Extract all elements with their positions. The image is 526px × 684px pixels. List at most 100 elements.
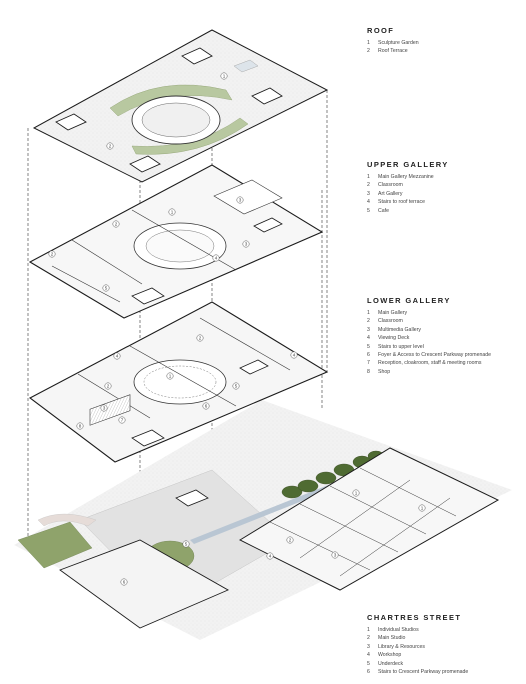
street-callouts: 1 2 3 4 5 6 1 — [120, 489, 426, 586]
legend-label: Roof Terrace — [378, 48, 408, 55]
svg-text:4: 4 — [116, 354, 119, 359]
legend-number: 2 — [367, 48, 370, 55]
svg-text:1: 1 — [421, 506, 424, 511]
roof-stair-core — [181, 47, 213, 65]
legend-number: 4 — [367, 652, 370, 659]
stair-core-upper-2 — [253, 217, 283, 233]
legend-item: 5 Stairs to upper level — [367, 343, 517, 351]
legend-label: Workshop — [378, 652, 402, 659]
legend-number: 1 — [367, 40, 370, 46]
legend-label: Stairs to upper level — [378, 343, 424, 350]
lower-callout: 4 — [290, 351, 298, 359]
upper-callout: 1 — [168, 208, 176, 216]
sculpture-garden-planter-2 — [131, 117, 249, 155]
legend-label: Stairs to Crescent Parkway promenade — [378, 669, 469, 676]
lower-callout: 5 — [232, 382, 240, 390]
legend-number: 4 — [367, 199, 370, 206]
upper-mezzanine-void — [145, 229, 215, 263]
street-callout: 5 — [182, 540, 190, 548]
lower-gallery-legend-title: LOWER GALLERY — [367, 296, 451, 305]
upper-callout: 3 — [236, 196, 244, 204]
svg-text:4: 4 — [269, 554, 272, 559]
upper-callout: 2 — [48, 250, 56, 258]
svg-text:1: 1 — [171, 210, 174, 215]
roof-callout: 2 — [106, 142, 114, 150]
legend-label: Library & Resources — [378, 643, 425, 650]
upper-art-gallery — [213, 179, 283, 215]
legend-number: 1 — [367, 627, 370, 633]
legend-label: Viewing Deck — [378, 335, 410, 342]
legend-label: Cafe — [378, 207, 389, 214]
lower-callout: 2 — [196, 334, 204, 342]
legend-label: Stairs to roof terrace — [378, 199, 425, 206]
chartres-street-legend-title: CHARTRES STREET — [367, 613, 462, 622]
legend-label: Multimedia Gallery — [378, 326, 421, 333]
lower-callout: 2 — [104, 382, 112, 390]
upper-gallery-plan: 1 2 3 4 5 3 2 — [28, 164, 324, 319]
stair-core-street — [175, 489, 209, 507]
lower-gallery-legend: LOWER GALLERY 1 Main Gallery 2 Classroom 3… — [367, 296, 517, 376]
legend-item: 2 Roof Terrace — [367, 47, 517, 55]
svg-text:2: 2 — [199, 336, 202, 341]
svg-text:3: 3 — [239, 198, 242, 203]
roof-callouts: 1 2 — [106, 72, 228, 150]
legend-number: 4 — [367, 335, 370, 342]
roof-stair-core — [55, 113, 87, 131]
roof-stair-core — [251, 87, 283, 105]
legend-label: Underdeck — [378, 660, 404, 667]
legend-label: Main Gallery — [378, 310, 408, 316]
svg-text:2: 2 — [115, 222, 118, 227]
street-callout: 4 — [266, 552, 274, 560]
studio-partitions — [269, 467, 457, 577]
legend-label: Sculpture Garden — [378, 40, 419, 46]
lower-callout: 1 — [166, 372, 174, 380]
upper-gallery-legend-title: UPPER GALLERY — [367, 160, 449, 169]
street-callout: 1 — [418, 504, 426, 512]
lower-callout: 8 — [76, 422, 84, 430]
svg-text:3: 3 — [103, 406, 106, 411]
street-callout: 1 — [352, 489, 360, 497]
legend-label: Reception, cloakroom, staff & meeting ro… — [378, 360, 482, 367]
studio-building — [238, 447, 500, 591]
svg-text:7: 7 — [121, 418, 124, 423]
lower-callouts: 1 2 3 4 4 5 6 7 8 2 — [76, 334, 298, 430]
legend-number: 1 — [367, 174, 370, 180]
svg-text:3: 3 — [334, 553, 337, 558]
svg-text:1: 1 — [223, 74, 226, 79]
legend-label: Main Gallery Mezzanine — [378, 174, 434, 180]
lower-callout: 4 — [113, 352, 121, 360]
upper-callout: 4 — [212, 254, 220, 262]
legend-label: Foyer & Access to Crescent Parkway prome… — [378, 352, 492, 359]
legend-label: Shop — [378, 368, 391, 375]
legend-number: 5 — [367, 343, 370, 350]
lower-gallery-plan: 1 2 3 4 4 5 6 7 8 2 — [28, 301, 329, 463]
legend-item: 1 Main Gallery — [367, 309, 517, 317]
legend-number: 2 — [367, 318, 370, 325]
lower-main-gallery-inner — [143, 365, 217, 399]
legend-label: Classroom — [378, 318, 403, 325]
legend-number: 2 — [367, 182, 370, 189]
legend-label: Art Gallery — [378, 190, 403, 197]
legend-number: 8 — [367, 368, 370, 375]
roof-oculus-inner — [141, 102, 211, 138]
legend-item: 1 Sculpture Garden — [367, 39, 517, 47]
roof-legend-title: ROOF — [367, 26, 395, 35]
lower-callout: 6 — [202, 402, 210, 410]
legend-item: 8 Shop — [367, 368, 517, 376]
svg-text:2: 2 — [51, 252, 54, 257]
legend-item: 2 Classroom — [367, 317, 517, 325]
legend-number: 1 — [367, 310, 370, 316]
